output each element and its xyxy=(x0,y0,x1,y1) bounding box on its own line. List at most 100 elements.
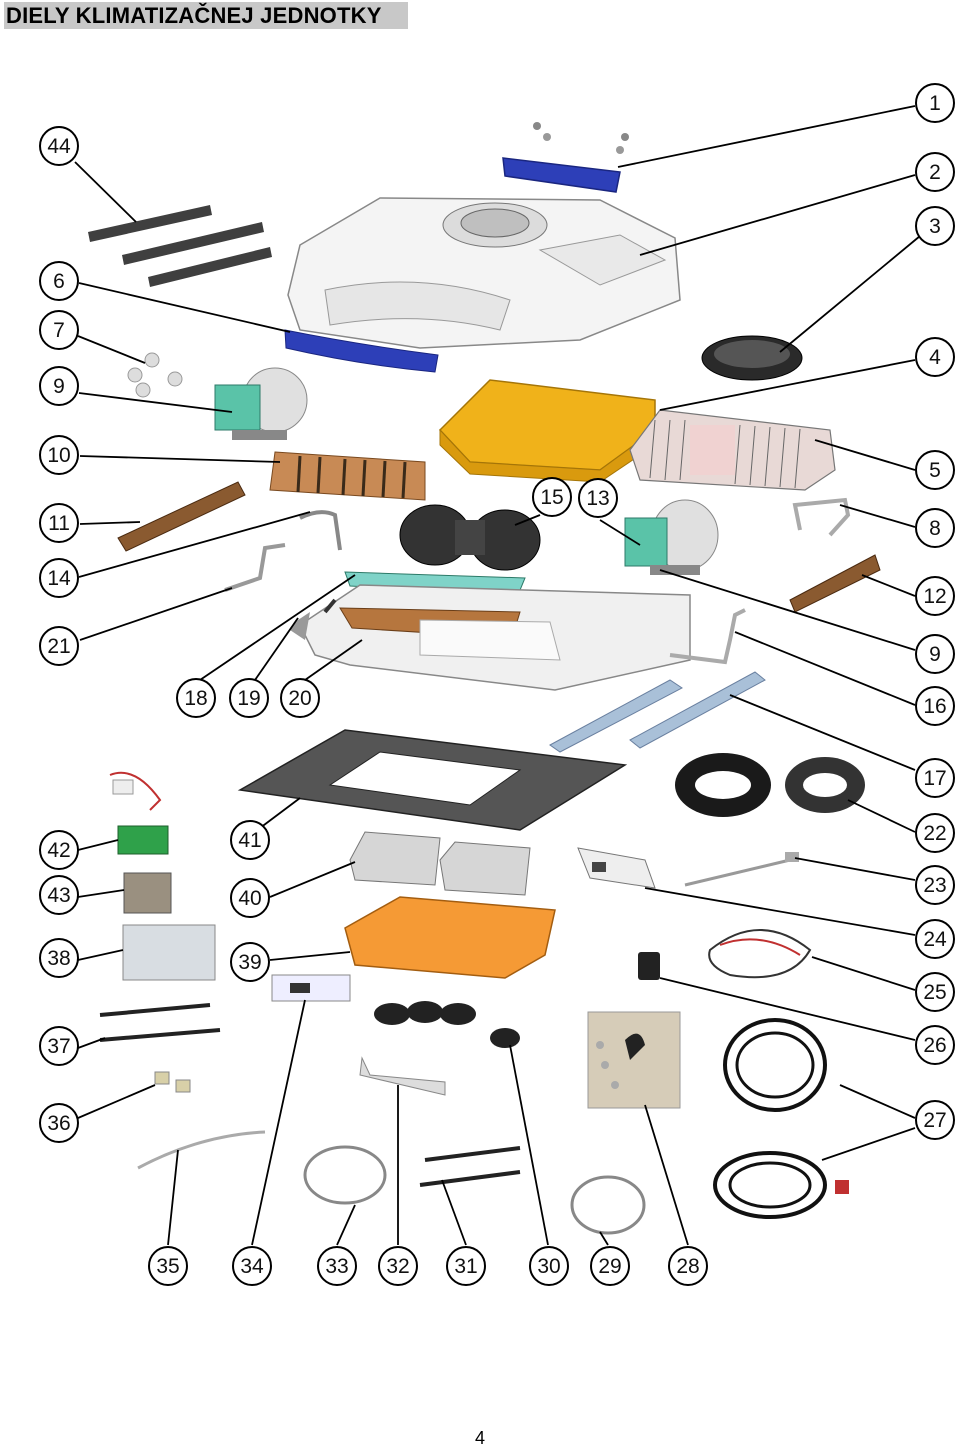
callout-number: 24 xyxy=(923,928,947,951)
callout-circle xyxy=(39,1026,79,1066)
callout-42: 42 xyxy=(39,830,79,870)
callout-circle xyxy=(915,686,955,726)
part-tube-16 xyxy=(669,608,746,665)
part-knobs xyxy=(374,1001,520,1048)
callout-circle xyxy=(915,206,955,246)
callout-37: 37 xyxy=(39,1026,79,1066)
callout-circle xyxy=(915,1100,955,1140)
callout-circle xyxy=(915,1025,955,1065)
callout-circle xyxy=(915,508,955,548)
part-drain-tray xyxy=(344,896,556,979)
callout-number: 8 xyxy=(929,517,941,540)
callout-number: 37 xyxy=(47,1035,70,1058)
part-hardware-bag-43 xyxy=(123,872,172,914)
callout-16: 16 xyxy=(915,686,955,726)
callout-circle xyxy=(39,366,79,406)
callout-circle xyxy=(529,1246,569,1286)
callout-1: 1 xyxy=(915,83,955,123)
callout-number: 29 xyxy=(598,1255,621,1278)
part-compressor-left xyxy=(214,367,308,440)
part-gaskets xyxy=(675,753,865,817)
part-compressor-center xyxy=(624,499,719,575)
callout-number: 7 xyxy=(53,319,65,342)
callout-number: 5 xyxy=(929,459,941,482)
callout-9: 9 xyxy=(39,366,79,406)
callout-number: 41 xyxy=(238,829,261,852)
callout-number: 9 xyxy=(53,375,65,398)
callout-circle xyxy=(915,152,955,192)
callout-circle xyxy=(232,1246,272,1286)
callout-circle xyxy=(915,865,955,905)
callout-10: 10 xyxy=(39,435,79,475)
part-wire-harness-25 xyxy=(708,929,812,979)
part-blower xyxy=(399,504,541,571)
callout-28: 28 xyxy=(668,1246,708,1286)
callout-number: 25 xyxy=(923,981,946,1004)
callout-27: 27 xyxy=(915,1100,955,1140)
callout-number: 40 xyxy=(238,887,261,910)
part-sensor xyxy=(684,852,799,887)
part-top-bracket xyxy=(502,122,629,193)
callout-number: 38 xyxy=(47,947,70,970)
callout-4: 4 xyxy=(915,337,955,377)
callout-circle xyxy=(39,938,79,978)
callout-number: 23 xyxy=(923,874,946,897)
part-cable-33 xyxy=(303,1145,387,1205)
callout-number: 34 xyxy=(240,1255,264,1278)
callout-circle xyxy=(378,1246,418,1286)
part-cable-35 xyxy=(137,1130,266,1170)
callout-36: 36 xyxy=(39,1103,79,1143)
callout-number: 17 xyxy=(923,767,946,790)
part-tube-8 xyxy=(792,497,851,537)
callout-circle xyxy=(915,450,955,490)
callout-circle xyxy=(446,1246,486,1286)
callout-29: 29 xyxy=(590,1246,630,1286)
callout-number: 33 xyxy=(325,1255,348,1278)
callout-number: 15 xyxy=(540,486,563,509)
callout-20: 20 xyxy=(280,678,320,718)
callout-number: 11 xyxy=(48,512,70,535)
exploded-parts-diagram: 1234567899101112131415161718192021222324… xyxy=(39,83,955,1286)
callout-32: 32 xyxy=(378,1246,418,1286)
part-filter-blocks xyxy=(349,831,531,896)
callout-8: 8 xyxy=(915,508,955,548)
callout-circle xyxy=(39,310,79,350)
page-number: 4 xyxy=(474,1428,485,1448)
callout-number: 2 xyxy=(929,161,941,184)
callout-30: 30 xyxy=(529,1246,569,1286)
callout-number: 12 xyxy=(923,585,946,608)
callout-23: 23 xyxy=(915,865,955,905)
callout-9: 9 xyxy=(915,634,955,674)
part-ribbon-cable xyxy=(359,1056,446,1096)
callout-13: 13 xyxy=(578,478,618,518)
callout-number: 1 xyxy=(929,92,941,115)
part-control-panel xyxy=(577,847,656,889)
callout-circle xyxy=(39,875,79,915)
callout-circle xyxy=(915,634,955,674)
callout-number: 14 xyxy=(47,567,71,590)
callout-number: 30 xyxy=(537,1255,560,1278)
part-mounting-clips xyxy=(587,1011,681,1109)
callout-number: 21 xyxy=(47,635,70,658)
callout-number: 44 xyxy=(47,135,71,158)
part-yellow-cover xyxy=(438,379,656,483)
callout-11: 11 xyxy=(39,503,79,543)
part-evaporator xyxy=(269,451,426,501)
callout-circle xyxy=(230,820,270,860)
callout-circle xyxy=(39,126,79,166)
callout-25: 25 xyxy=(915,972,955,1012)
callout-2: 2 xyxy=(915,152,955,192)
callout-number: 6 xyxy=(53,270,65,293)
callout-24: 24 xyxy=(915,919,955,959)
part-top-cover xyxy=(287,197,681,349)
callout-41: 41 xyxy=(230,820,270,860)
callout-35: 35 xyxy=(148,1246,188,1286)
part-remote xyxy=(638,952,660,980)
part-grommets xyxy=(127,352,183,398)
callout-number: 42 xyxy=(47,839,70,862)
callout-number: 18 xyxy=(184,687,207,710)
callout-number: 4 xyxy=(929,346,941,369)
callout-number: 28 xyxy=(676,1255,699,1278)
leader-lines xyxy=(74,105,921,1246)
callout-number: 22 xyxy=(923,822,946,845)
